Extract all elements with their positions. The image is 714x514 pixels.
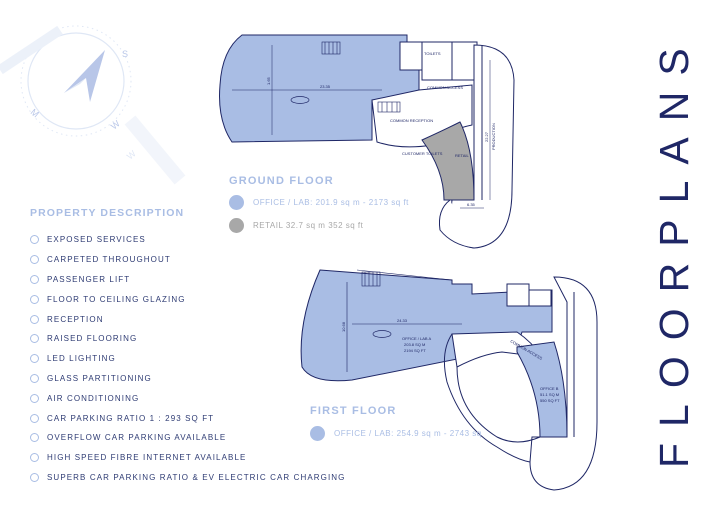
feature-label: CARPETED THROUGHOUT: [47, 255, 171, 265]
circle-bullet-icon: [30, 235, 39, 245]
feature-label: PASSENGER LIFT: [47, 274, 131, 284]
circle-bullet-icon: [30, 354, 39, 364]
ff-label-office-a: OFFICE / LAB A: [402, 336, 431, 341]
list-item: GLASS PARTITIONING: [30, 369, 346, 389]
list-item: LED LIGHTING: [30, 349, 346, 369]
property-description-title: PROPERTY DESCRIPTION: [30, 207, 185, 219]
list-item: HIGH SPEED FIBRE INTERNET AVAILABLE: [30, 448, 346, 468]
ff-label-office-b-area: 51.1 SQ M: [540, 392, 559, 397]
gf-label-toilets: TOILETS: [424, 51, 441, 56]
circle-bullet-icon: [30, 294, 39, 304]
gf-label-common-reception: COMMON RECEPTION: [390, 118, 433, 123]
list-item: RAISED FLOORING: [30, 329, 346, 349]
retail-swatch-icon: [229, 218, 244, 233]
ff-label-office-a-sqft: 2194 SQ FT: [404, 348, 426, 353]
feature-label: CAR PARKING RATIO 1 : 293 SQ FT: [47, 413, 215, 423]
list-item: EXPOSED SERVICES: [30, 230, 346, 250]
gf-legend-office-label: OFFICE / LAB: 201.9 sq m - 2173 sq ft: [253, 198, 409, 207]
gf-dim-main: 23.35: [320, 84, 331, 89]
compass-watermark: S W M W: [0, 25, 186, 185]
list-item: CARPETED THROUGHOUT: [30, 250, 346, 270]
ground-floor-plan: COMMON ACCESS TOILETS COMMON RECEPTION C…: [219, 34, 515, 249]
circle-bullet-icon: [30, 314, 39, 324]
gf-label-production: PRODUCTION: [491, 123, 496, 150]
gf-dim-side: 22.27: [484, 131, 489, 142]
feature-label: RAISED FLOORING: [47, 334, 138, 344]
feature-label: SUPERB CAR PARKING RATIO & EV ELECTRIC C…: [47, 472, 346, 482]
gf-label-retail: RETAIL: [455, 153, 469, 158]
list-item: PASSENGER LIFT: [30, 270, 346, 290]
circle-bullet-icon: [30, 433, 39, 443]
compass-label-w: W: [109, 118, 122, 131]
page-title: FLOORPLANS: [651, 32, 697, 468]
gf-legend-retail: RETAIL 32.7 sq m 352 sq ft: [229, 218, 363, 233]
list-item: OVERFLOW CAR PARKING AVAILABLE: [30, 428, 346, 448]
ground-floor-title: GROUND FLOOR: [229, 175, 334, 187]
ff-label-office-a-area: 203.8 SQ M: [404, 342, 425, 347]
ff-legend-office: OFFICE / LAB: 254.9 sq m - 2743 sq: [310, 426, 482, 441]
feature-label: RECEPTION: [47, 314, 104, 324]
ff-label-office-b-sqft: 550 SQ FT: [540, 398, 560, 403]
ff-dim-v: 10.68: [341, 321, 346, 332]
compass-label-m: M: [29, 107, 41, 119]
feature-label: OVERFLOW CAR PARKING AVAILABLE: [47, 433, 227, 443]
feature-label: HIGH SPEED FIBRE INTERNET AVAILABLE: [47, 453, 247, 463]
gf-label-common-access: COMMON ACCESS: [427, 85, 463, 90]
circle-bullet-icon: [30, 472, 39, 482]
feature-list: EXPOSED SERVICES CARPETED THROUGHOUT PAS…: [30, 230, 346, 487]
feature-label: AIR CONDITIONING: [47, 393, 140, 403]
compass-needle-icon: [64, 50, 105, 102]
ff-legend-office-label: OFFICE / LAB: 254.9 sq m - 2743 sq: [334, 429, 482, 438]
list-item: SUPERB CAR PARKING RATIO & EV ELECTRIC C…: [30, 468, 346, 488]
gf-legend-retail-label: RETAIL 32.7 sq m 352 sq ft: [253, 221, 364, 230]
list-item: RECEPTION: [30, 309, 346, 329]
office-swatch-icon: [310, 426, 325, 441]
circle-bullet-icon: [30, 274, 39, 284]
circle-bullet-icon: [30, 453, 39, 463]
list-item: CAR PARKING RATIO 1 : 293 SQ FT: [30, 408, 346, 428]
office-swatch-icon: [229, 195, 244, 210]
circle-bullet-icon: [30, 413, 39, 423]
gf-dim-small: 6.35: [467, 202, 476, 207]
gf-dim-v: 1.65: [266, 76, 271, 85]
compass-label-w-faded: W: [125, 148, 138, 161]
feature-label: EXPOSED SERVICES: [47, 235, 146, 245]
circle-bullet-icon: [30, 255, 39, 265]
list-item: AIR CONDITIONING: [30, 388, 346, 408]
first-floor-plan: OFFICE / LAB A 203.8 SQ M 2194 SQ FT OFF…: [300, 269, 598, 491]
ff-dim-main: 24.33: [397, 318, 408, 323]
feature-label: LED LIGHTING: [47, 354, 116, 364]
gf-legend-office: OFFICE / LAB: 201.9 sq m - 2173 sq ft: [229, 195, 409, 210]
feature-label: FLOOR TO CEILING GLAZING: [47, 294, 186, 304]
ff-label-office-b: OFFICE B: [540, 386, 559, 391]
circle-bullet-icon: [30, 373, 39, 383]
feature-label: GLASS PARTITIONING: [47, 373, 152, 383]
first-floor-title: FIRST FLOOR: [310, 405, 397, 417]
gf-label-customer-toilets: CUSTOMER TOILETS: [402, 151, 443, 156]
circle-bullet-icon: [30, 334, 39, 344]
compass-label-s: S: [122, 49, 128, 59]
circle-bullet-icon: [30, 393, 39, 403]
list-item: FLOOR TO CEILING GLAZING: [30, 289, 346, 309]
